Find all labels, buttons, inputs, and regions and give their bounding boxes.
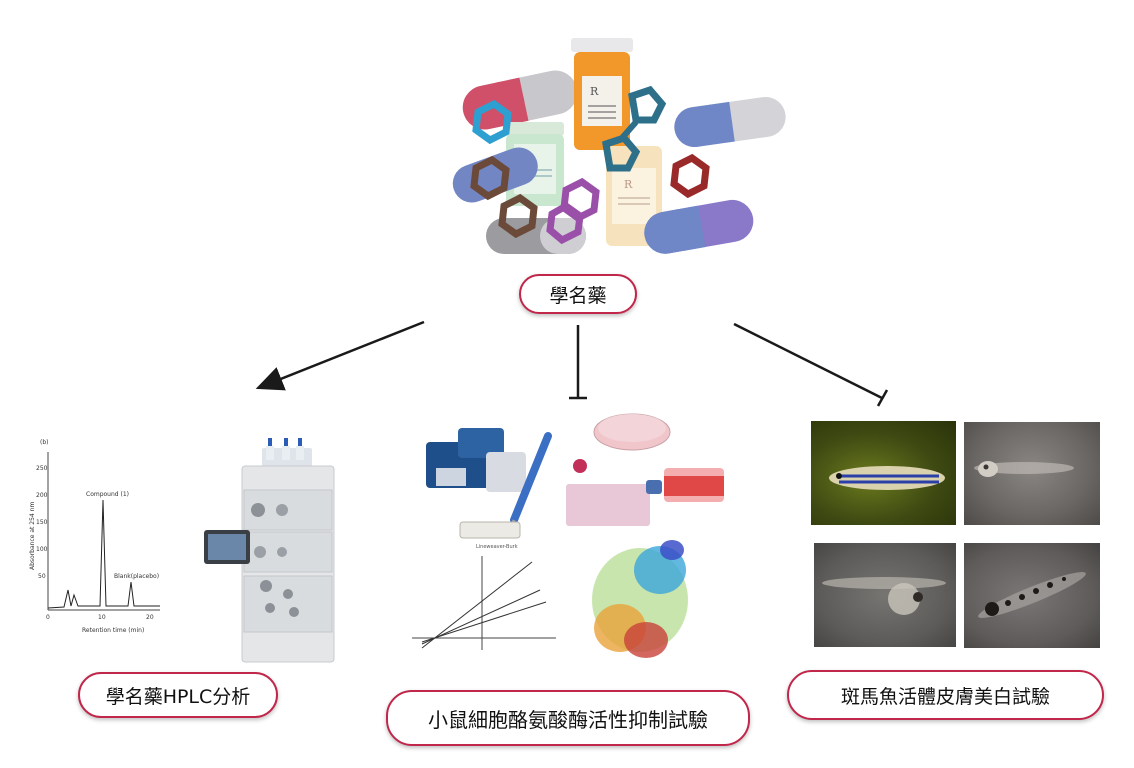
zebrafish-whitening-node: 斑馬魚活體皮膚美白試驗 (787, 670, 1104, 720)
lineweaver-burk-plot (412, 556, 556, 650)
drug-cluster-illustration: R R R (452, 38, 786, 254)
arrow-to-hplc (255, 320, 425, 391)
hplc-x-tick-0: 0 (46, 614, 50, 621)
zebrafish-adult-photo (811, 421, 956, 525)
hplc-instrument-illustration (204, 438, 335, 663)
hplc-peak-label-2: Blank(placebo) (114, 573, 159, 580)
hplc-analysis-node: 學名藥HPLC分析 (78, 672, 278, 718)
well-plate-illustration (566, 459, 650, 526)
hplc-y-tick-0: 250 (36, 465, 48, 472)
hemocytometer-illustration (459, 521, 521, 539)
generic-drug-node: 學名藥 (519, 274, 637, 314)
petri-dish-illustration (593, 413, 671, 451)
svg-text:R: R (624, 178, 633, 191)
inhibit-to-tyrosinase (569, 325, 587, 400)
hplc-ylabel: Absorbance at 254 nm (29, 502, 36, 570)
hplc-panel-label: (b) (40, 439, 49, 446)
hplc-xlabel: Retention time (min) (82, 627, 144, 634)
hplc-y-tick-2: 150 (36, 519, 48, 526)
hplc-y-tick-4: 50 (38, 573, 46, 580)
svg-text:R: R (590, 85, 599, 98)
zebrafish-larva-photo-control (964, 422, 1100, 525)
zebrafish-larva-photo-pigmented (964, 543, 1100, 648)
zebrafish-larva-photo-treated (814, 543, 956, 647)
hemocytometer-label: Lineweaver-Burk (476, 544, 518, 550)
hplc-y-tick-1: 200 (36, 492, 48, 499)
hplc-chromatogram (47, 452, 160, 611)
hplc-x-tick-2: 20 (146, 614, 154, 621)
hplc-peak-label-1: Compound (1) (86, 491, 129, 498)
protein-structure-illustration (592, 540, 688, 658)
tyrosinase-inhibition-node: 小鼠細胞酪氨酸酶活性抑制試驗 (386, 690, 750, 746)
inhibit-to-zebrafish (733, 322, 889, 407)
hplc-y-tick-3: 100 (36, 546, 48, 553)
culture-flasks-illustration (646, 468, 724, 502)
plate-reader-illustration (426, 428, 526, 492)
hplc-x-tick-1: 10 (98, 614, 106, 621)
